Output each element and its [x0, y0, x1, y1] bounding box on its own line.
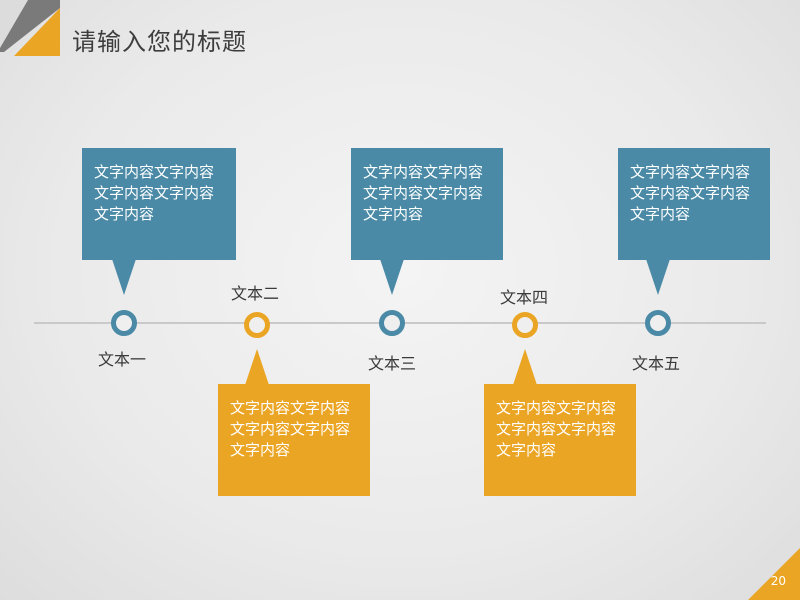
callout-box-5: 文字内容文字内容文字内容文字内容文字内容 — [618, 148, 770, 260]
node-label-3: 文本三 — [368, 354, 417, 373]
callout-text-4: 文字内容文字内容文字内容文字内容文字内容 — [496, 399, 617, 459]
corner-decoration-bottom-right — [748, 548, 800, 600]
callout-box-3: 文字内容文字内容文字内容文字内容文字内容 — [351, 148, 503, 260]
node-label-5: 文本五 — [632, 354, 681, 373]
callout-pointer-4 — [513, 349, 537, 385]
callout-pointer-2 — [245, 349, 269, 385]
page-number: 20 — [770, 574, 786, 588]
corner-decoration-top-left — [0, 0, 60, 56]
node-label-1: 文本一 — [98, 350, 147, 369]
timeline-node-5 — [645, 310, 671, 336]
callout-pointer-1 — [112, 259, 136, 295]
callout-text-5: 文字内容文字内容文字内容文字内容文字内容 — [630, 163, 751, 223]
node-label-4: 文本四 — [500, 288, 549, 307]
callout-text-1: 文字内容文字内容文字内容文字内容文字内容 — [94, 163, 215, 223]
callout-box-4: 文字内容文字内容文字内容文字内容文字内容 — [484, 384, 636, 496]
callout-text-3: 文字内容文字内容文字内容文字内容文字内容 — [363, 163, 484, 223]
timeline-node-4 — [512, 312, 538, 338]
timeline-node-2 — [244, 312, 270, 338]
timeline-node-1 — [111, 310, 137, 336]
slide-title: 请输入您的标题 — [72, 28, 247, 56]
callout-box-1: 文字内容文字内容文字内容文字内容文字内容 — [82, 148, 236, 260]
callout-box-2: 文字内容文字内容文字内容文字内容文字内容 — [218, 384, 370, 496]
callout-pointer-3 — [380, 259, 404, 295]
timeline-node-3 — [379, 310, 405, 336]
callout-pointer-5 — [646, 259, 670, 295]
node-label-2: 文本二 — [231, 284, 280, 303]
callout-text-2: 文字内容文字内容文字内容文字内容文字内容 — [230, 399, 351, 459]
